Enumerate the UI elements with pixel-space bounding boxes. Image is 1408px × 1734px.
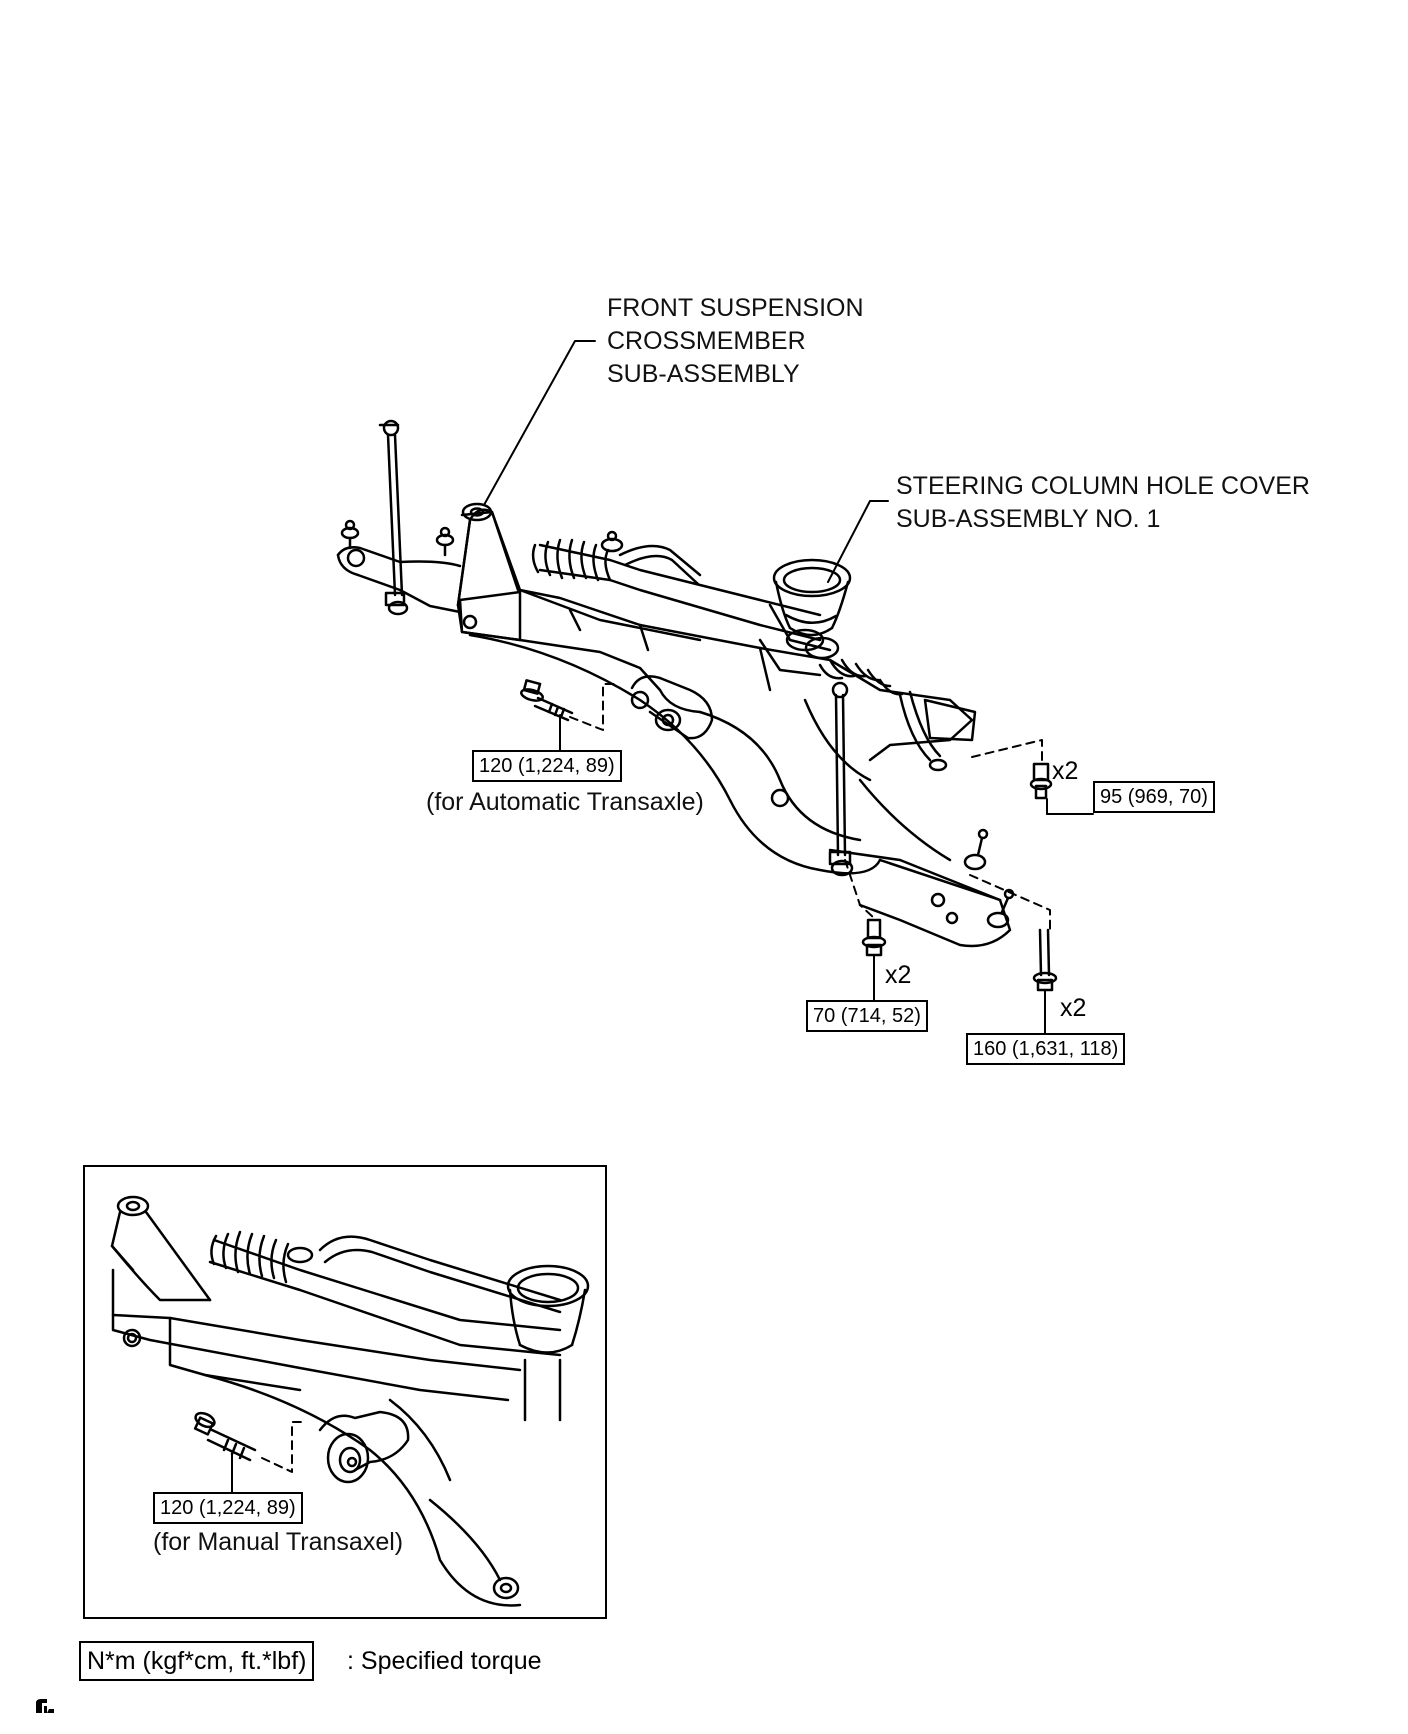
torque-rear-upper-bolt: 95 (969, 70) — [1093, 781, 1215, 813]
lower-rear-bolt — [1032, 928, 1058, 992]
left-stabilizer-link — [378, 419, 409, 616]
automatic-rear-mount — [630, 675, 714, 740]
crossmember-label-line-2: CROSSMEMBER — [607, 327, 806, 355]
for-automatic-label: (for Automatic Transaxle) — [426, 788, 704, 816]
torque-unit-legend-box: N*m (kgf*cm, ft.*lbf) — [79, 1641, 315, 1681]
automatic-transaxle-bolt — [520, 679, 574, 722]
inset-detail-drawing — [110, 1195, 590, 1607]
column-cover-label-line-1: STEERING COLUMN HOLE COVER — [896, 472, 1310, 500]
left-lower-arm — [336, 519, 462, 614]
crossmember-label-line-1: FRONT SUSPENSION — [607, 294, 864, 322]
manual-transaxle-inset — [83, 1165, 607, 1619]
for-manual-label: (for Manual Transaxel) — [153, 1528, 404, 1556]
rear-upper-bolt — [1029, 762, 1053, 800]
page-marker-icon — [36, 1699, 54, 1713]
crossmember-label-line-3: SUB-ASSEMBLY — [607, 360, 800, 388]
multiplier-lower-rear: x2 — [1060, 994, 1087, 1022]
torque-manual-bolt: 120 (1,224, 89) — [153, 1492, 303, 1524]
right-stabilizer-link — [828, 681, 854, 877]
lower-front-bolt — [861, 918, 887, 957]
torque-automatic-bolt: 120 (1,224, 89) — [472, 750, 622, 782]
column-cover-label-line-2: SUB-ASSEMBLY NO. 1 — [896, 505, 1161, 533]
steering-gear-rack — [531, 530, 1015, 929]
leader-lines — [483, 340, 1094, 1035]
crossmember-body — [456, 502, 1012, 948]
torque-lower-front-bolt: 70 (714, 52) — [806, 1000, 928, 1032]
torque-lower-rear-bolt: 160 (1,631, 118) — [966, 1033, 1126, 1065]
torque-unit-legend-text: : Specified torque — [347, 1647, 542, 1675]
alignment-dashes — [569, 683, 1051, 931]
multiplier-lower-front: x2 — [885, 961, 912, 989]
steering-column-hole-cover — [772, 558, 852, 660]
multiplier-rear-upper: x2 — [1052, 757, 1079, 785]
